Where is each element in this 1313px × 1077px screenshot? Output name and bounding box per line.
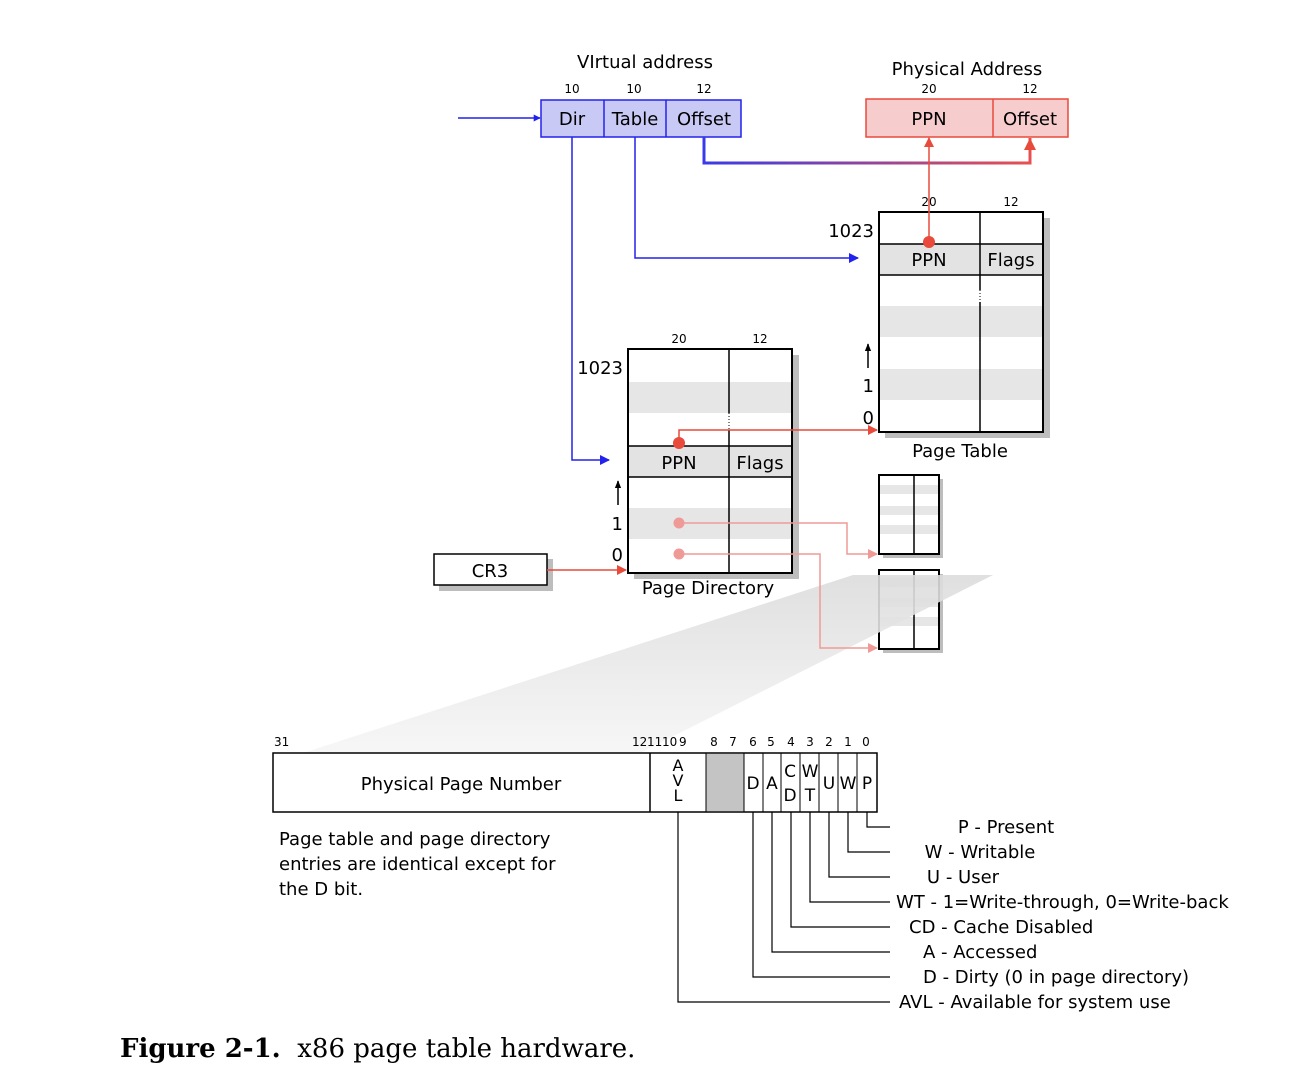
pd-index-1: 1 xyxy=(612,514,623,535)
pt-ppn-dot xyxy=(923,236,935,248)
legend-available: AVL - Available for system use xyxy=(899,992,1171,1013)
va-table-bits: 10 xyxy=(626,82,641,96)
pa-box xyxy=(865,98,1069,138)
pte-u-bit: U xyxy=(823,774,835,794)
pd-entry0-arrow xyxy=(679,553,878,653)
pd-ppn-dot xyxy=(673,437,685,449)
pte-a-bit: A xyxy=(766,774,778,794)
pte-note-line-3: the D bit. xyxy=(279,879,363,900)
cr3-register: CR3 xyxy=(433,553,553,591)
legend-dirty: D - Dirty (0 in page directory) xyxy=(923,967,1189,988)
pt-index-1023: 1023 xyxy=(828,221,874,242)
virtual-address: VIrtual address 10 10 12 Dir Table Offse… xyxy=(540,52,742,138)
pt-flags-bits: 12 xyxy=(1003,195,1018,209)
pte-bit-11: 11 xyxy=(647,735,662,749)
pte-box xyxy=(272,752,878,813)
pte-format: 31 12 11 10 9 8 7 6 5 4 3 2 1 0 Physical… xyxy=(272,735,1229,1013)
pa-offset-bits: 12 xyxy=(1022,82,1037,96)
pte-bit-6: 6 xyxy=(749,735,757,749)
pte-reserved-bits xyxy=(706,754,744,811)
pd-entry1-arrow xyxy=(679,522,878,559)
pte-w-bit: W xyxy=(840,774,857,794)
small-page-table-1 xyxy=(878,474,943,558)
pte-note-line-1: Page table and page directory xyxy=(279,829,551,850)
pte-avl-l: L xyxy=(674,786,683,805)
pte-bit-3: 3 xyxy=(806,735,814,749)
legend-present: P - Present xyxy=(958,817,1054,838)
pte-ppn-label: Physical Page Number xyxy=(361,774,562,795)
pd-index-0: 0 xyxy=(612,545,623,566)
legend-user: U - User xyxy=(927,867,1000,888)
pte-avl-v: V xyxy=(673,771,684,790)
pte-wt-t: T xyxy=(804,786,816,806)
pte-bit-12: 12 xyxy=(632,735,647,749)
pt-index-0: 0 xyxy=(863,408,874,429)
pte-bit-4: 4 xyxy=(787,735,795,749)
pd-flags-bits: 12 xyxy=(752,332,767,346)
pte-bit-10: 10 xyxy=(662,735,677,749)
pa-ppn-bits: 20 xyxy=(921,82,936,96)
pte-bit-9: 9 xyxy=(679,735,687,749)
pte-bit-1: 1 xyxy=(844,735,852,749)
pt-flags-label: Flags xyxy=(987,250,1034,271)
page-table-ppn-row xyxy=(880,244,1042,275)
va-dir-field: Dir xyxy=(559,109,586,130)
va-offset-bits: 12 xyxy=(696,82,711,96)
pd-ppn-bits: 20 xyxy=(671,332,686,346)
legend-accessed: A - Accessed xyxy=(923,942,1037,963)
pd-flags-label: Flags xyxy=(736,453,783,474)
pt-ppn-label: PPN xyxy=(911,250,946,271)
va-box xyxy=(540,99,742,138)
pd-entry1-dot xyxy=(673,517,685,529)
pd-ppn-label: PPN xyxy=(661,453,696,474)
page-table-title: Page Table xyxy=(912,441,1008,462)
pte-d-bit: D xyxy=(746,774,759,794)
table-arrow xyxy=(634,137,859,263)
offset-arrowhead xyxy=(1024,138,1036,150)
va-dir-bits: 10 xyxy=(564,82,579,96)
pte-note-line-2: entries are identical except for xyxy=(279,854,556,875)
pte-p-bit: P xyxy=(862,774,872,794)
dir-arrow xyxy=(571,137,610,465)
pte-bit-31: 31 xyxy=(274,735,289,749)
pte-bit-0: 0 xyxy=(862,735,870,749)
pte-bit-2: 2 xyxy=(825,735,833,749)
pte-cd-c: C xyxy=(784,762,796,782)
figure-title: x86 page table hardware. xyxy=(297,1034,635,1064)
legend-write-through: WT - 1=Write-through, 0=Write-back xyxy=(896,892,1229,913)
pte-bit-5: 5 xyxy=(767,735,775,749)
virtual-address-title: VIrtual address xyxy=(577,52,713,73)
physical-address-title: Physical Address xyxy=(892,59,1043,80)
pte-bit-7: 7 xyxy=(729,735,737,749)
page-table: 20 12 1023 PPN Flags 1 0 Page Table xyxy=(828,195,1050,462)
figure-caption: Figure 2-1. x86 page table hardware. xyxy=(120,1034,635,1064)
legend-writable: W - Writable xyxy=(925,842,1036,863)
zoom-projection xyxy=(303,575,993,753)
pd-index-1023: 1023 xyxy=(577,358,623,379)
pte-avl-a: A xyxy=(673,756,684,775)
offset-passthrough-line xyxy=(702,137,1032,165)
pa-offset-field: Offset xyxy=(1003,109,1057,130)
va-offset-field: Offset xyxy=(677,109,731,130)
pte-cd-d: D xyxy=(783,786,796,806)
cr3-label: CR3 xyxy=(472,561,509,582)
pt-index-1: 1 xyxy=(863,376,874,397)
va-table-field: Table xyxy=(611,109,659,130)
pte-bit-8: 8 xyxy=(710,735,718,749)
pd-entry0-dot xyxy=(673,548,685,560)
physical-address: Physical Address 20 12 PPN Offset xyxy=(865,59,1069,138)
page-directory-title: Page Directory xyxy=(642,578,775,599)
legend-cache-disabled: CD - Cache Disabled xyxy=(909,917,1093,938)
page-directory: 20 12 1023 PPN Flags 1 0 Page Directory xyxy=(577,332,799,599)
figure-number: Figure 2-1. xyxy=(120,1034,281,1064)
pa-ppn-field: PPN xyxy=(911,109,946,130)
pte-legend-leaders xyxy=(677,812,890,1003)
pte-wt-w: W xyxy=(802,762,819,782)
page-directory-ppn-row xyxy=(629,446,791,477)
